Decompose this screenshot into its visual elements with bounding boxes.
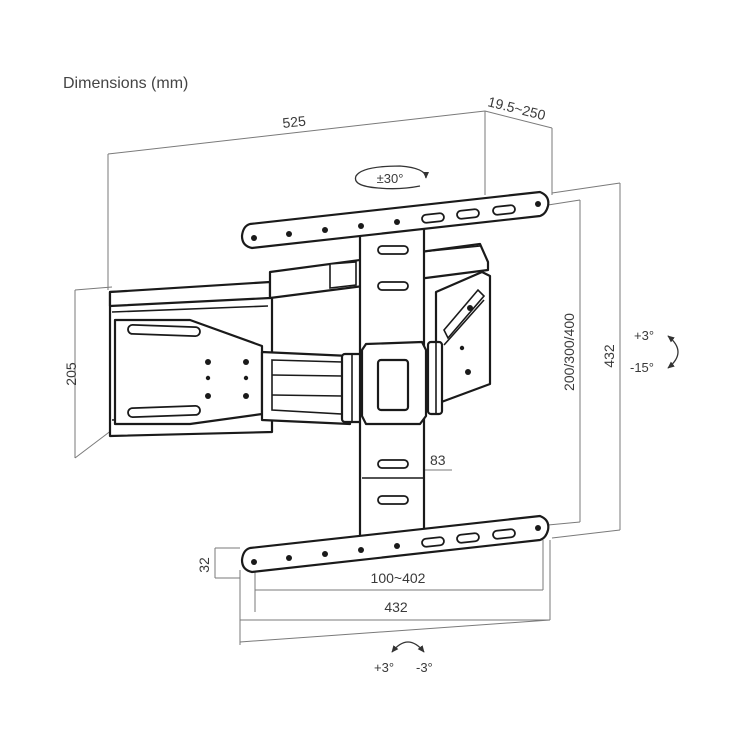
- tilt-down-label: -15°: [630, 360, 654, 375]
- vesa-vertical-label: 200/300/400: [561, 313, 577, 391]
- vertical-center-bar: [358, 226, 428, 540]
- rail-offset-label: 83: [430, 452, 446, 468]
- width-total-label: 525: [282, 113, 307, 131]
- height-total-label: 432: [601, 344, 617, 368]
- level-plus-label: +3°: [374, 660, 394, 675]
- top-rail: [240, 190, 550, 250]
- diagram-title: Dimensions (mm): [63, 75, 188, 92]
- level-indicator: [391, 641, 425, 653]
- level-minus-label: -3°: [416, 660, 433, 675]
- tilt-up-label: +3°: [634, 328, 654, 343]
- tilt-indicator: [667, 335, 679, 369]
- swivel-indicator: [354, 165, 430, 190]
- right-arm: [426, 270, 492, 416]
- swivel-label: ±30°: [377, 171, 404, 186]
- dimension-lines: [74, 110, 621, 645]
- wall-plate: [108, 280, 274, 438]
- arm-height-label: 205: [63, 362, 79, 386]
- vesa-horizontal-label: 100~402: [371, 570, 426, 586]
- lower-arm: [260, 350, 364, 426]
- bottom-rail: [240, 514, 550, 574]
- rail-width-label: 432: [384, 599, 408, 615]
- rail-height-label: 32: [196, 557, 212, 573]
